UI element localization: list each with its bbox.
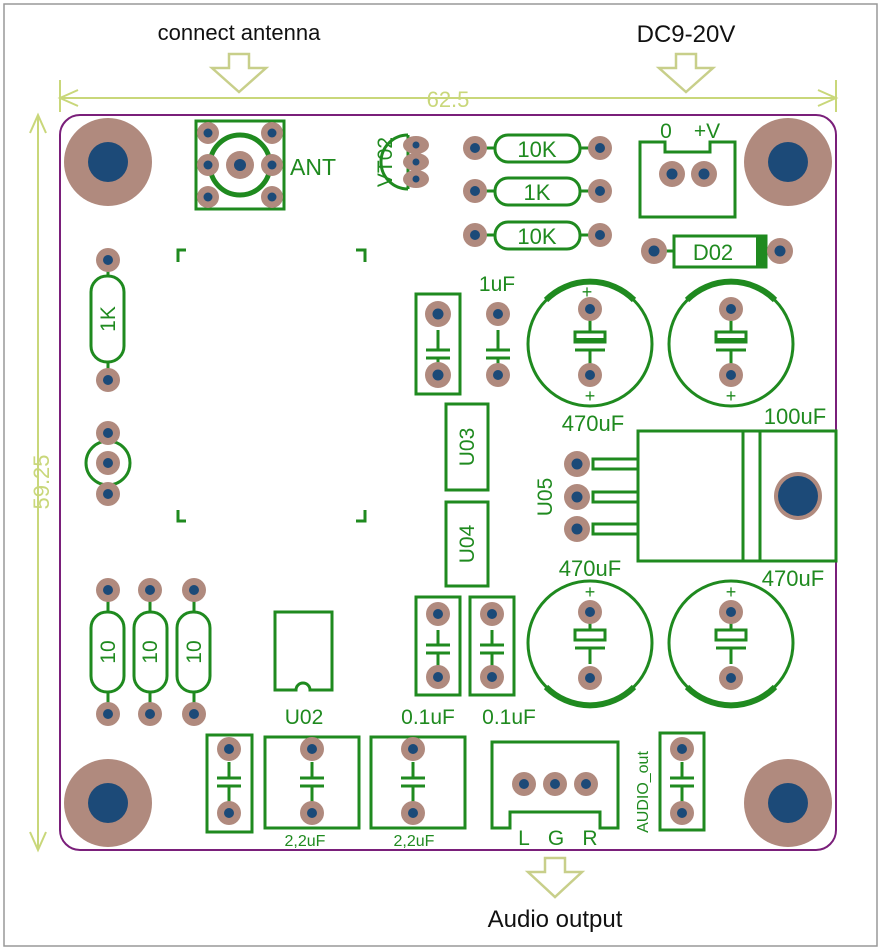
cap-470uf-a-label: 470uF xyxy=(562,411,624,436)
u04-label: U04 xyxy=(456,524,479,563)
cap-470uf-a-plus: + xyxy=(585,386,596,406)
u02-outline xyxy=(273,610,334,692)
image-frame xyxy=(3,3,878,947)
mounting-hole-bottom-right xyxy=(744,759,832,847)
power-plus-label: +V xyxy=(694,120,720,143)
cap-01uf-a-label: 0.1uF xyxy=(401,706,455,729)
resistor-10-c-label: 10 xyxy=(183,640,206,663)
audio-annotation: Audio output xyxy=(488,906,623,933)
audio-l-label: L xyxy=(518,827,530,850)
u03-outline xyxy=(444,402,490,492)
mounting-hole-bottom-left xyxy=(64,759,152,847)
u05-label: U05 xyxy=(534,478,557,517)
cap-22uf-b-outline xyxy=(369,735,467,830)
cap-bottom-a-outline xyxy=(205,733,254,834)
cap-1uf-label: 1uF xyxy=(479,273,515,296)
power-annotation: DC9-20V xyxy=(637,21,736,48)
u04-outline xyxy=(444,500,490,588)
cap-470uf-b-plus: + xyxy=(585,582,596,602)
mounting-hole-top-right xyxy=(744,118,832,206)
power-connector-outline xyxy=(638,140,737,219)
vt02-label: VT02 xyxy=(374,137,397,187)
cap-100uf-label: 100uF xyxy=(764,404,826,429)
cap-01uf-a-outline xyxy=(414,595,462,697)
cap-audio-out-outline xyxy=(658,731,706,832)
board-outline xyxy=(59,114,837,851)
power-arrow-icon xyxy=(655,52,717,94)
cap-470uf-c-plus: + xyxy=(726,582,737,602)
d02-label: D02 xyxy=(693,240,733,265)
resistor-1k-top-label: 1K xyxy=(524,180,551,205)
audio-r-label: R xyxy=(582,827,597,850)
cap-470uf-a-minus-plus: + xyxy=(582,282,593,302)
cap-470uf-b-label: 470uF xyxy=(559,556,621,581)
mounting-hole-top-left xyxy=(64,118,152,206)
audio-g-label: G xyxy=(548,827,564,850)
audio-arrow-icon xyxy=(524,856,586,899)
d02-cathode-band xyxy=(756,236,766,267)
ant-label: ANT xyxy=(290,154,336,180)
resistor-1k-left-label: 1K xyxy=(97,306,120,332)
ant-connector-outline xyxy=(194,119,286,211)
resistor-10-b-label: 10 xyxy=(139,640,162,663)
cap-01uf-b-label: 0.1uF xyxy=(482,706,536,729)
audio-out-label: AUDIO_out xyxy=(635,751,652,833)
cap-100uf-plus: + xyxy=(726,386,737,406)
vt02-outline xyxy=(379,133,409,191)
cap-470uf-c-label: 470uF xyxy=(762,566,824,591)
resistor-10k-b-label: 10K xyxy=(517,224,556,249)
u05-heatsink-hole xyxy=(778,476,818,516)
cap-01uf-b-outline xyxy=(468,595,516,697)
u03-label: U03 xyxy=(456,428,479,467)
power-zero-label: 0 xyxy=(660,120,672,143)
width-dimension-label: 62.5 xyxy=(427,87,470,112)
resistor-10-a-label: 10 xyxy=(97,640,120,663)
antenna-arrow-icon xyxy=(208,52,270,94)
antenna-annotation: connect antenna xyxy=(158,20,321,45)
u02-label: U02 xyxy=(285,706,324,729)
cap-film-a-outline xyxy=(414,292,462,396)
height-dimension-label: 59.25 xyxy=(29,454,54,509)
audio-connector-outline xyxy=(490,740,620,830)
cap-22uf-a-label: 2,2uF xyxy=(285,833,326,850)
cap-22uf-b-label: 2,2uF xyxy=(394,833,435,850)
resistor-10k-a-label: 10K xyxy=(517,137,556,162)
